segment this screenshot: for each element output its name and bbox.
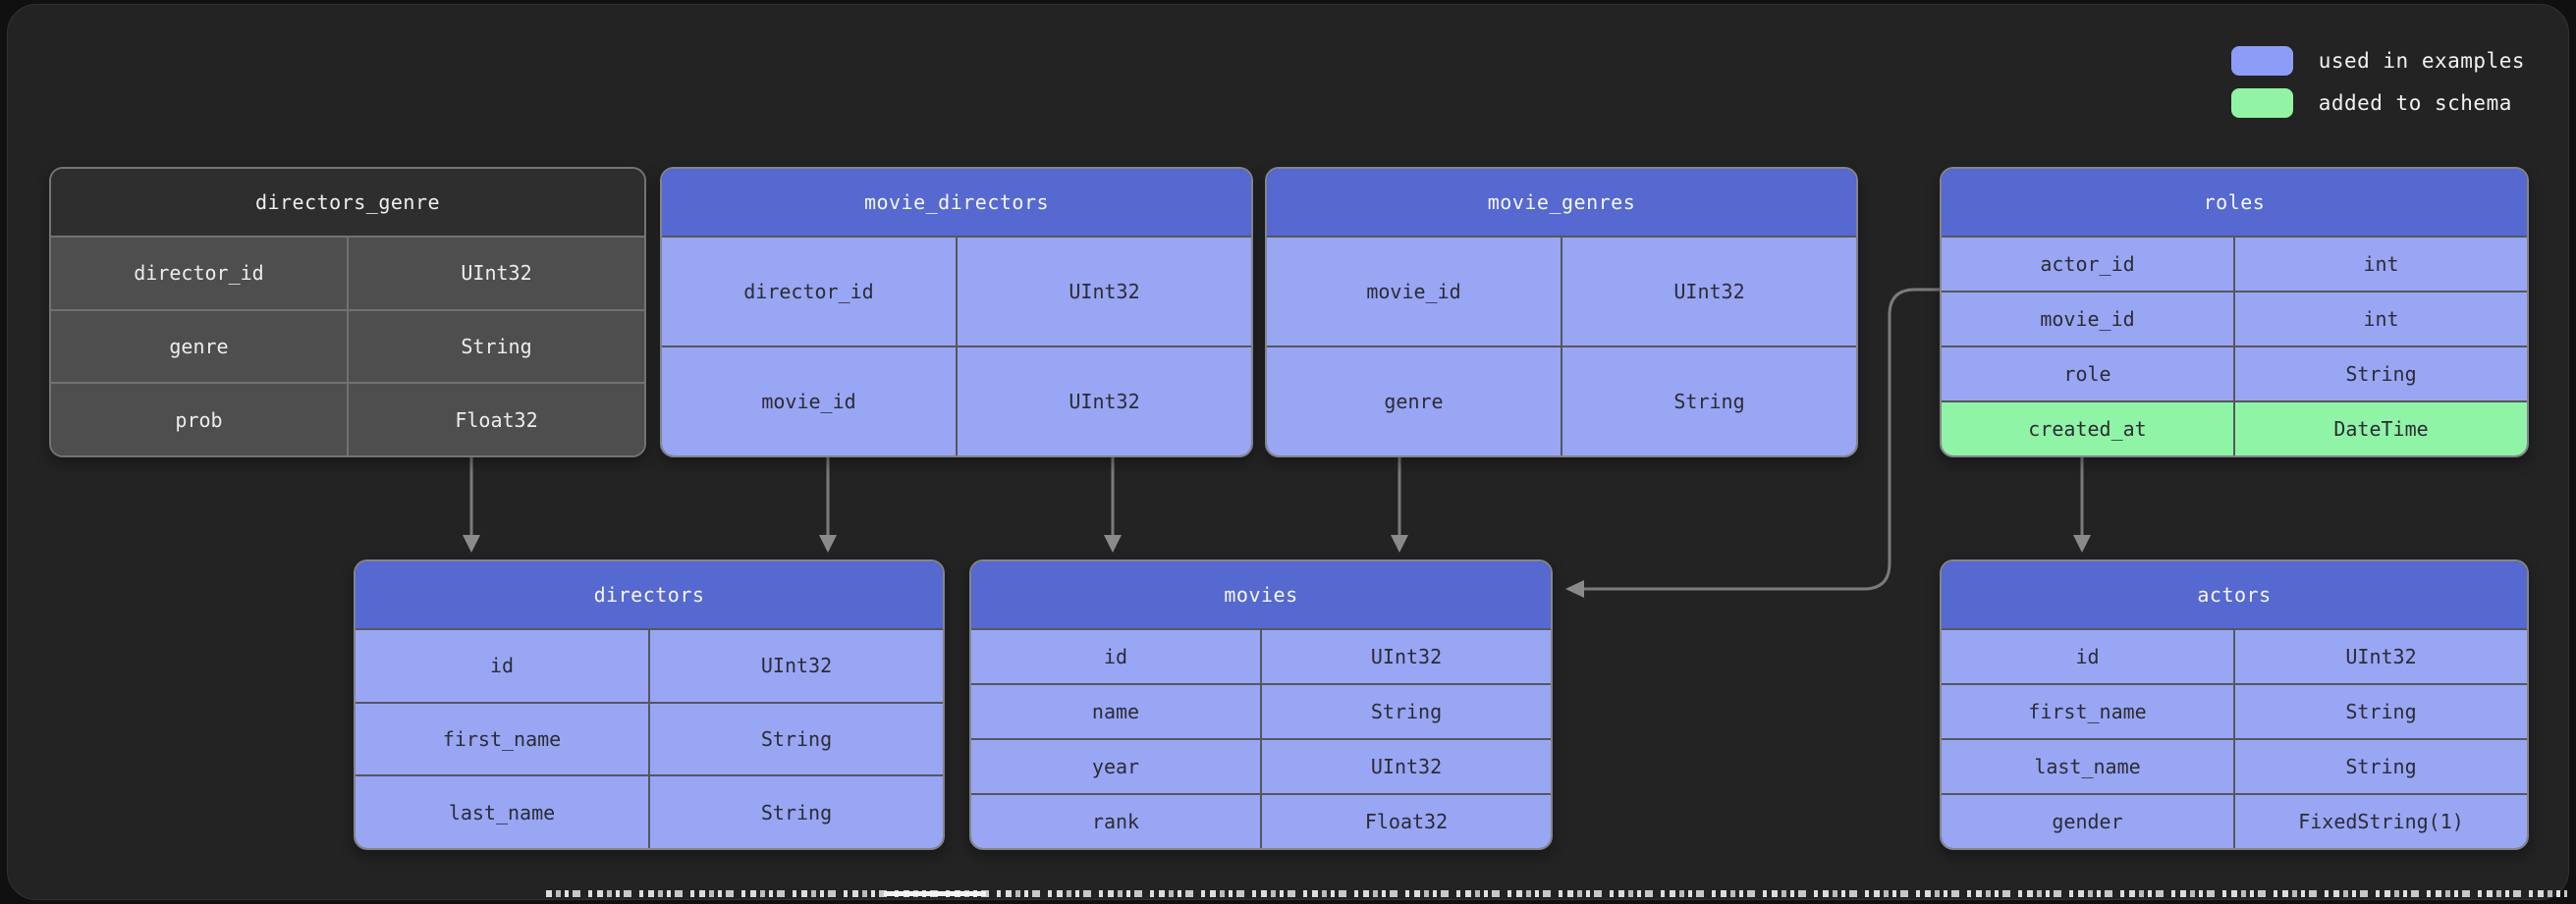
table-row: gender FixedString(1) xyxy=(1942,793,2527,848)
table-row: director_id UInt32 xyxy=(51,236,644,309)
table-body: director_id UInt32 genre String prob Flo… xyxy=(51,236,644,455)
column-type: UInt32 xyxy=(2233,630,2527,683)
table-body: id UInt32 name String year UInt32 rank F… xyxy=(971,628,1551,848)
column-name: actor_id xyxy=(2040,252,2135,276)
column-type: UInt32 xyxy=(347,238,644,309)
column-name: movie_id xyxy=(761,390,856,413)
column-type: String xyxy=(1260,685,1551,738)
column-name: role xyxy=(2063,362,2111,386)
column-type: String xyxy=(648,776,943,848)
table-row: actor_id int xyxy=(1942,236,2527,291)
table-row: role String xyxy=(1942,346,2527,400)
table-directors-genre: directors_genre director_id UInt32 genre… xyxy=(49,167,646,457)
table-actors: actors id UInt32 first_name String last_… xyxy=(1940,559,2529,850)
table-row: id UInt32 xyxy=(1942,628,2527,683)
column-name: movie_id xyxy=(1366,280,1461,303)
legend-swatch-green xyxy=(2230,88,2293,118)
column-type: UInt32 xyxy=(1561,238,1856,346)
column-type: String xyxy=(347,310,644,383)
table-body: movie_id UInt32 genre String xyxy=(1267,236,1856,455)
clipped-text-strip xyxy=(546,890,2567,897)
table-row: rank Float32 xyxy=(971,793,1551,848)
table-row: prob Float32 xyxy=(51,382,644,455)
table-directors: directors id UInt32 first_name String la… xyxy=(354,559,945,850)
clipped-text-strip-solid xyxy=(884,891,986,896)
column-type: DateTime xyxy=(2233,402,2527,455)
table-row: movie_id UInt32 xyxy=(1267,236,1856,346)
column-name: gender xyxy=(2052,810,2123,833)
column-type: int xyxy=(2233,238,2527,291)
column-name: director_id xyxy=(134,261,264,286)
column-name: id xyxy=(2075,645,2100,668)
column-name: director_id xyxy=(743,280,874,303)
table-body: actor_id int movie_id int role String cr… xyxy=(1942,236,2527,455)
column-name: year xyxy=(1091,755,1140,778)
column-name: first_name xyxy=(2028,700,2147,723)
table-row: movie_id UInt32 xyxy=(662,346,1251,455)
table-row: id UInt32 xyxy=(971,628,1551,683)
table-title: roles xyxy=(1942,169,2527,236)
table-title: directors_genre xyxy=(51,169,644,236)
column-type: Float32 xyxy=(347,384,644,455)
table-roles: roles actor_id int movie_id int role Str… xyxy=(1940,167,2529,457)
column-name: genre xyxy=(1384,390,1444,413)
table-body: id UInt32 first_name String last_name St… xyxy=(1942,628,2527,848)
table-row: name String xyxy=(971,683,1551,738)
table-row: last_name String xyxy=(1942,738,2527,793)
table-movies: movies id UInt32 name String year UInt32… xyxy=(969,559,1553,850)
table-row: first_name String xyxy=(356,701,943,775)
column-name: name xyxy=(1091,700,1140,723)
column-type: UInt32 xyxy=(956,347,1251,455)
table-row: last_name String xyxy=(356,774,943,848)
column-name: id xyxy=(489,654,515,678)
column-type: FixedString(1) xyxy=(2233,795,2527,848)
column-name: rank xyxy=(1091,810,1140,833)
column-type: String xyxy=(2233,685,2527,738)
legend-item-used-in-examples: used in examples xyxy=(2230,46,2525,76)
table-row: first_name String xyxy=(1942,683,2527,738)
table-row: id UInt32 xyxy=(356,628,943,702)
table-row: year UInt32 xyxy=(971,738,1551,793)
table-row: director_id UInt32 xyxy=(662,236,1251,346)
legend-label: used in examples xyxy=(2318,49,2525,73)
column-type: Float32 xyxy=(1260,795,1551,848)
legend: used in examples added to schema xyxy=(2230,46,2525,118)
legend-swatch-blue xyxy=(2230,46,2293,76)
table-title: movies xyxy=(971,561,1551,628)
table-row: genre String xyxy=(51,308,644,383)
table-row-added: created_at DateTime xyxy=(1942,400,2527,455)
legend-item-added-to-schema: added to schema xyxy=(2230,88,2525,118)
column-name: last_name xyxy=(448,800,556,824)
column-type: String xyxy=(2233,347,2527,400)
table-body: id UInt32 first_name String last_name St… xyxy=(356,628,943,848)
column-type: int xyxy=(2233,292,2527,346)
column-name: first_name xyxy=(442,727,562,751)
column-type: UInt32 xyxy=(956,238,1251,346)
table-row: genre String xyxy=(1267,346,1856,455)
table-title: actors xyxy=(1942,561,2527,628)
column-type: String xyxy=(648,703,943,775)
column-name: id xyxy=(1103,645,1128,668)
table-row: movie_id int xyxy=(1942,291,2527,346)
table-body: director_id UInt32 movie_id UInt32 xyxy=(662,236,1251,455)
legend-label: added to schema xyxy=(2318,91,2512,115)
column-type: String xyxy=(1561,347,1856,455)
table-title: movie_genres xyxy=(1267,169,1856,236)
table-movie-genres: movie_genres movie_id UInt32 genre Strin… xyxy=(1265,167,1858,457)
column-name: movie_id xyxy=(2040,307,2135,331)
column-name: genre xyxy=(169,335,229,358)
column-name: last_name xyxy=(2034,755,2141,778)
column-name: prob xyxy=(175,407,223,432)
column-name: created_at xyxy=(2028,417,2147,441)
column-type: UInt32 xyxy=(1260,740,1551,793)
column-type: UInt32 xyxy=(1260,630,1551,683)
table-movie-directors: movie_directors director_id UInt32 movie… xyxy=(660,167,1253,457)
column-type: String xyxy=(2233,740,2527,793)
table-title: directors xyxy=(356,561,943,628)
table-title: movie_directors xyxy=(662,169,1251,236)
column-type: UInt32 xyxy=(648,630,943,702)
